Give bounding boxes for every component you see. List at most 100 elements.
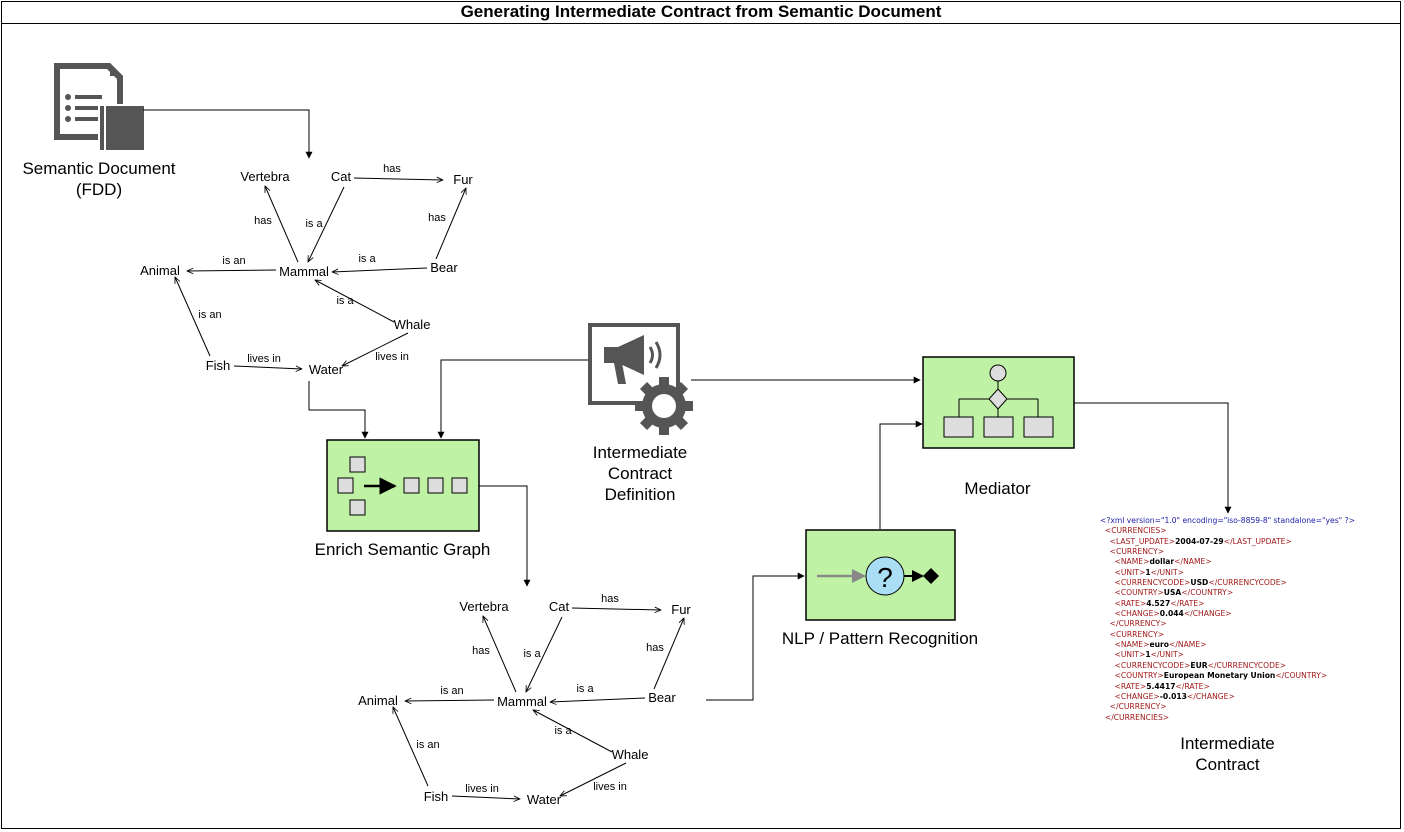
definition-line1: Intermediate [592,443,688,462]
graph-to-enrich-arrow [308,381,369,439]
graph2-edge-label: is a [523,648,541,660]
graph1-edge-label: is a [358,253,376,265]
graph1-edge-fish-water [233,365,302,369]
contract-line2: Contract [1195,755,1260,774]
graph2-edge-whale-water [560,762,627,796]
graph1-edge-label: has [254,215,272,227]
mediator-box [922,356,1075,449]
semantic-document-line1: Semantic Document [22,159,176,178]
definition-to-enrich-arrow [437,359,590,439]
nlp-to-mediator-arrow [879,420,923,529]
question-icon: ? [877,562,893,593]
graph2-edge-label: is an [440,685,464,697]
graph1-edge-label: has [428,212,446,224]
graph2-edge-label: is an [416,739,440,751]
graph2-edge-mammal-vertebra [483,616,517,693]
graph1-edge-mammal-animal [187,270,277,271]
graph1-edge-label: is a [305,218,323,230]
xml-c1-change: -0.013 [1159,691,1187,701]
definition-label: Intermediate Contract Definition [570,442,710,505]
graph-to-nlp-arrow [706,572,805,701]
xml-c1-unit: 1 [1145,650,1151,660]
graph2-edge-label: has [601,593,619,605]
graph2-edge-cat-fur [571,608,661,610]
doc-to-graph-arrow [143,109,313,159]
graph2-node-whale: Whale [611,747,649,762]
graph1-node-fish: Fish [205,358,231,373]
graph2-node-mammal: Mammal [497,694,547,709]
graph2-node-animal: Animal [358,693,398,708]
graph2-edge-label: has [646,642,664,654]
graph1-edge-label: is an [198,309,222,321]
graph1-node-vertebra: Vertebra [240,169,290,184]
contract-label: Intermediate Contract [1160,733,1295,775]
graph2-edge-cat-mammal [525,616,563,692]
graph1-edge-bear-fur [435,188,466,260]
mediator-to-contract-arrow [1074,402,1232,514]
xml-c1-rate: 5.4417 [1146,681,1176,691]
definition-line2: Contract [607,464,673,483]
graph2-edge-whale-mammal [533,710,613,753]
xml-c0-change: 0.044 [1159,609,1184,619]
graph1-node-bear: Bear [430,260,458,275]
graph2-node-bear: Bear [648,690,676,705]
graph2-node-fish: Fish [423,789,449,804]
graph1-edge-fish-animal [174,277,211,357]
graph2-node-vertebra: Vertebra [459,599,509,614]
graph1-node-fur: Fur [453,172,473,187]
graph1-edge-label: is an [222,255,246,267]
graph2-node-cat: Cat [548,599,570,614]
graph2-edge-label: lives in [593,781,627,793]
xml-c1-code: EUR [1190,660,1208,670]
xml-c0-code: USD [1190,578,1209,588]
diagram-title: Generating Intermediate Contract from Se… [1,1,1401,24]
intermediate-contract-xml: <?xml version="1.0" encoding="iso-8859-8… [1100,516,1355,722]
graph1-node-cat: Cat [330,169,352,184]
document-icon [54,63,145,152]
graph2-edge-bear-mammal [550,697,646,702]
graph1-edge-whale-mammal [315,280,395,323]
mediator-label: Mediator [964,479,1031,498]
graph1-edge-label: lives in [247,353,281,365]
semantic-document-line2: (FDD) [75,180,123,199]
graph1-node-mammal: Mammal [279,264,329,279]
graph1-node-water: Water [308,362,344,377]
xml-c0-name: dollar [1149,557,1175,567]
nlp-label: NLP / Pattern Recognition [781,629,979,648]
xml-prolog: <?xml version="1.0" encoding="iso-8859-8… [1100,516,1355,525]
graph1-edge-whale-water [342,332,409,366]
graph1-node-animal: Animal [140,263,180,278]
contract-line1: Intermediate [1180,734,1275,753]
graph2-edge-mammal-animal [405,700,495,701]
nlp-box: ? [805,529,956,621]
semantic-document-label: Semantic Document (FDD) [14,158,184,200]
graph2-edge-label: lives in [465,783,499,795]
graph2-edge-label: has [472,645,490,657]
graph2-edge-bear-fur [653,618,684,690]
graph1-edge-label: has [383,163,401,175]
xml-c1-name: euro [1149,640,1169,650]
graph2-edge-fish-water [451,795,520,799]
definition-icon [588,323,693,435]
enrich-to-graph-arrow [479,485,531,587]
xml-c0-country: USA [1163,588,1182,598]
graph1-edge-cat-fur [353,178,443,180]
graph2-node-water: Water [526,792,562,807]
xml-last-update: 2004-07-29 [1175,536,1224,546]
graph2-edge-fish-animal [392,707,429,787]
graph2-edge-label: is a [576,683,594,695]
enrich-label: Enrich Semantic Graph [314,540,491,559]
xml-c0-rate: 4.527 [1146,598,1171,608]
definition-line3: Definition [604,485,676,504]
graph1-edge-bear-mammal [332,267,428,272]
graph1-edge-label: lives in [375,351,409,363]
enrich-box [326,439,480,532]
xml-c0-unit: 1 [1145,567,1151,577]
xml-c1-country: European Monetary Union [1163,671,1276,681]
graph2-edge-label: is a [554,725,572,737]
graph1-edge-mammal-vertebra [265,186,299,263]
graph2-node-fur: Fur [671,602,691,617]
graph1-edge-label: is a [336,295,354,307]
